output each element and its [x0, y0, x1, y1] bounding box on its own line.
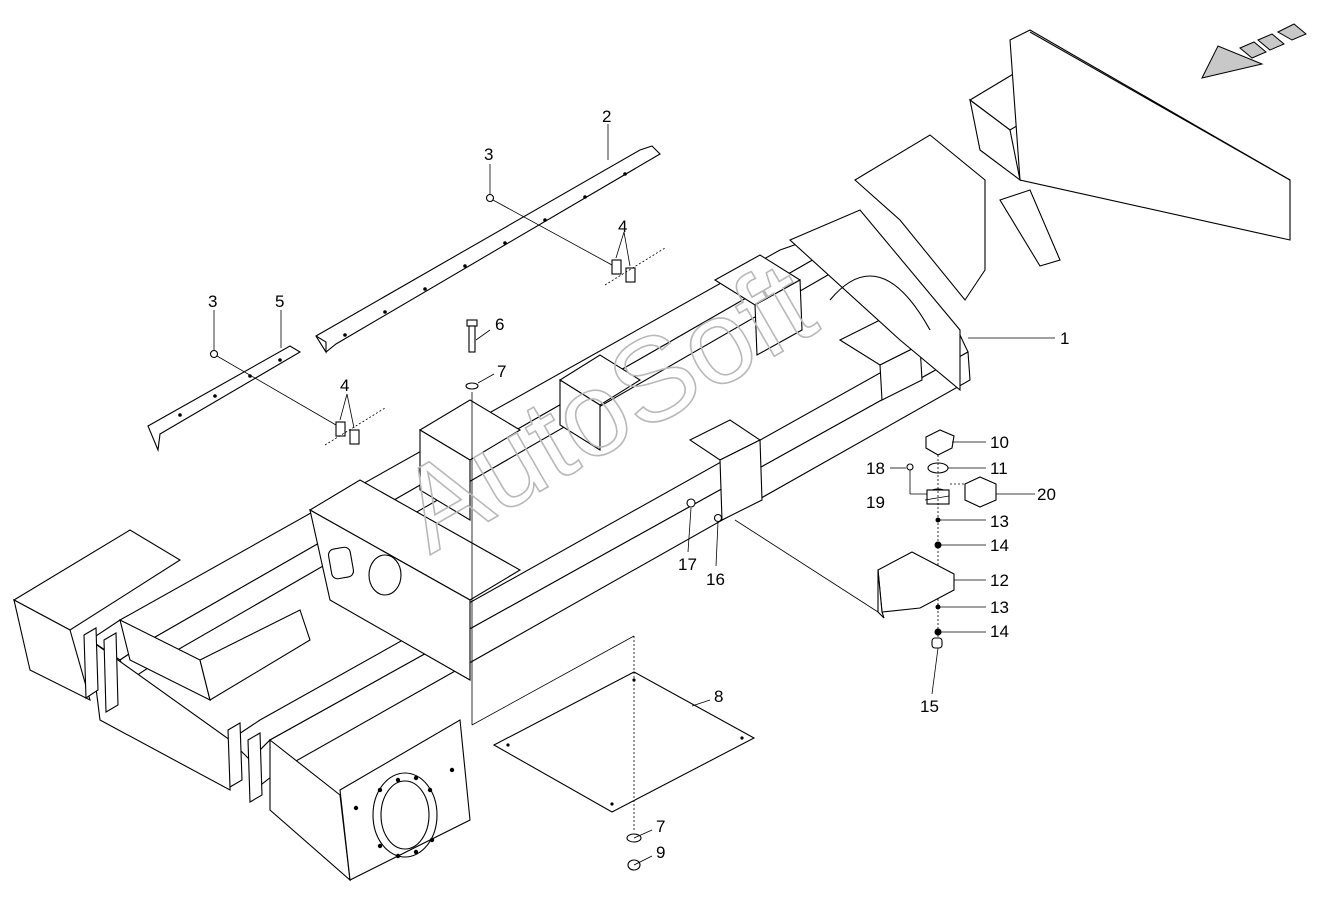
rail-part-5 — [147, 345, 302, 453]
callout-1: 1 — [1060, 329, 1069, 348]
callout-14-upper: 14 — [990, 536, 1009, 555]
callout-19: 19 — [866, 493, 885, 512]
callout-2: 2 — [602, 107, 611, 126]
callout-13-upper: 13 — [990, 512, 1009, 531]
callout-15: 15 — [920, 697, 939, 716]
mount-assembly — [734, 429, 997, 649]
callout-13-lower: 13 — [990, 598, 1009, 617]
callout-7-lower: 7 — [656, 817, 665, 836]
direction-arrow-icon — [1201, 23, 1307, 79]
callout-4-lower: 4 — [340, 376, 349, 395]
fastener-part-16-17 — [686, 498, 723, 523]
callout-16: 16 — [706, 570, 725, 589]
callout-10: 10 — [990, 433, 1009, 452]
callout-12: 12 — [990, 571, 1009, 590]
callout-17: 17 — [678, 555, 697, 574]
callout-4-upper: 4 — [618, 217, 627, 236]
callout-7-upper: 7 — [497, 362, 506, 381]
callout-8: 8 — [714, 687, 723, 706]
callout-20: 20 — [1037, 485, 1056, 504]
bolt-part-3-lower — [209, 349, 337, 426]
main-frame — [12, 29, 1291, 882]
clip-part-4-upper — [604, 247, 666, 286]
callout-18: 18 — [866, 459, 885, 478]
callout-3-lower: 3 — [208, 292, 217, 311]
callout-9: 9 — [656, 843, 665, 862]
callout-5: 5 — [275, 292, 284, 311]
bolt-part-3-upper — [485, 193, 613, 266]
plate-part-8 — [471, 635, 756, 871]
clip-part-4-lower — [324, 407, 386, 446]
callout-14-lower: 14 — [990, 622, 1009, 641]
callout-11: 11 — [990, 459, 1008, 478]
callout-3-upper: 3 — [484, 145, 493, 164]
leader-lines — [213, 124, 1055, 866]
bolt-part-6 — [465, 319, 479, 725]
callout-6: 6 — [495, 315, 504, 334]
rail-part-2 — [315, 145, 661, 354]
